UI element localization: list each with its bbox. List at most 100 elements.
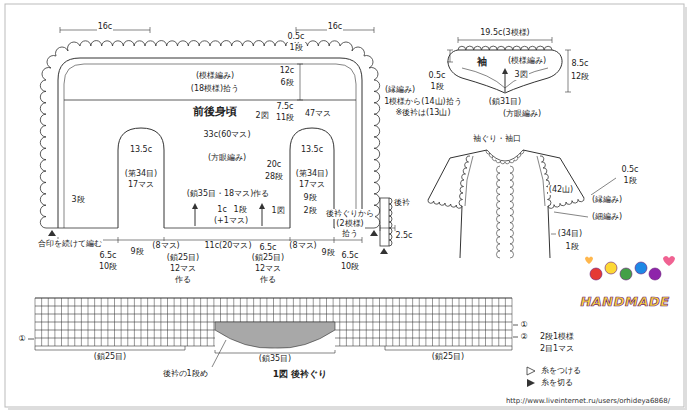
pattern-note: 1段 [233,205,248,214]
pattern-note: (縁編み) [384,85,416,94]
leader-line [554,212,588,217]
dimension-tick [380,225,381,231]
dimension-tick [334,237,335,243]
direction-arrow [195,208,196,226]
chart-mesh-line [339,322,340,346]
chart-mesh-line [213,298,214,322]
front-edge-scallop [510,166,514,258]
chart-mesh-line [48,298,49,322]
dimension-tick [362,237,363,243]
chart-mesh-line [485,322,486,346]
chart-row-line [35,338,215,339]
front-edge-scallop [496,166,500,258]
pattern-note: (18模様)拾う [190,84,240,93]
chart-mesh-line [213,322,214,346]
pattern-note: (鎖25目) [251,253,285,262]
edging-inner-line [64,64,356,228]
chart-mesh-line [485,298,486,322]
pattern-note: 2段 [303,206,318,215]
armhole-scallop [540,156,551,206]
chart-mesh-line [386,322,387,346]
edging-scallop [40,41,379,228]
chain-bracket [35,346,185,350]
chart-mesh-line [194,322,195,346]
chart-mesh-line [465,322,466,346]
logo-dot [620,268,632,280]
pattern-note: 1模様から(14山)拾う [383,97,463,106]
pattern-note: (縁編み) [591,195,623,204]
pattern-note: 3図 [514,70,529,79]
chart-row-line [35,346,215,347]
logo-heart [585,257,593,265]
sleeve-piece: 袖 [475,56,489,68]
dimension-tick [297,100,303,101]
chart-mesh-line [353,322,354,346]
leader-line [212,340,226,367]
chart-mesh-line [359,298,360,322]
pattern-note: (鎖35目・18マス)作る [186,189,271,198]
chart-mesh-line [386,298,387,322]
pattern-note: 6.5c [258,243,277,252]
chart-mesh-line [306,298,307,322]
dimension-line [380,228,395,229]
chart-mesh-line [253,298,254,322]
pattern-note: 9段 [130,247,145,256]
chart-mesh-line [366,298,367,322]
dimension-tick [565,50,571,51]
pattern-note: (第34目) [295,169,329,178]
chart-mesh-line [439,322,440,346]
pattern-note: 11段 [275,113,295,122]
pattern-note: (鎖31目) [488,97,522,106]
pattern-note: (34目) [557,229,583,238]
chart-mesh-line [227,298,228,322]
pattern-note: (方眼編み) [502,109,542,118]
pattern-note: (42山) [548,185,574,194]
pattern-note: 9段 [321,248,336,257]
chart-mesh-line [41,322,42,346]
dimension-line [568,50,569,92]
chart-mesh-line [346,298,347,322]
pattern-note: 19.5c(3模様) [479,28,531,37]
pattern-note: 10段 [98,262,118,271]
chart-mesh-line [445,322,446,346]
chart-mesh-line [114,298,115,322]
pattern-note: 合印を続けて編む [37,239,103,248]
leader-line [551,234,556,235]
chart-mesh-line [273,298,274,322]
pattern-note: 10段 [340,262,360,271]
legend-item: 糸を切る [540,378,574,387]
pattern-note: 13.5c [129,145,153,154]
chart-mesh-line [459,322,460,346]
chart-mesh-line [121,322,122,346]
pattern-note: ① [519,320,528,329]
pattern-note: 12マス [169,264,197,273]
chart-mesh-line [452,298,453,322]
chart-mesh-line [101,322,102,346]
body-hem [164,228,290,229]
armhole-line [465,156,473,206]
chart-mesh-line [392,298,393,322]
chart-mesh-line [293,298,294,322]
chart-mesh-line [286,298,287,322]
chart-mesh-line [54,322,55,346]
pattern-note: (鎖25目) [431,352,465,361]
pattern-note: (+1マス) [213,216,249,225]
chart-mesh-line [174,322,175,346]
chart-mesh-line [101,298,102,322]
pattern-note: 後衿ぐりから [325,209,375,218]
chart-mesh-line [220,298,221,322]
chart-mesh-line [147,298,148,322]
chart-mesh-line [94,322,95,346]
pattern-note: 17マス [298,180,326,189]
pattern-note: 6.5c [340,251,359,260]
chart-mesh-line [187,298,188,322]
chart-mesh-line [425,298,426,322]
armhole-left [118,128,164,228]
back-neck-shading [215,322,335,348]
chart-mesh-line [154,298,155,322]
chart-mesh-line [141,322,142,346]
match-mark [370,230,378,236]
pattern-note: (8マス) [151,241,180,250]
match-mark [380,248,388,254]
chart-mesh-line [472,298,473,322]
